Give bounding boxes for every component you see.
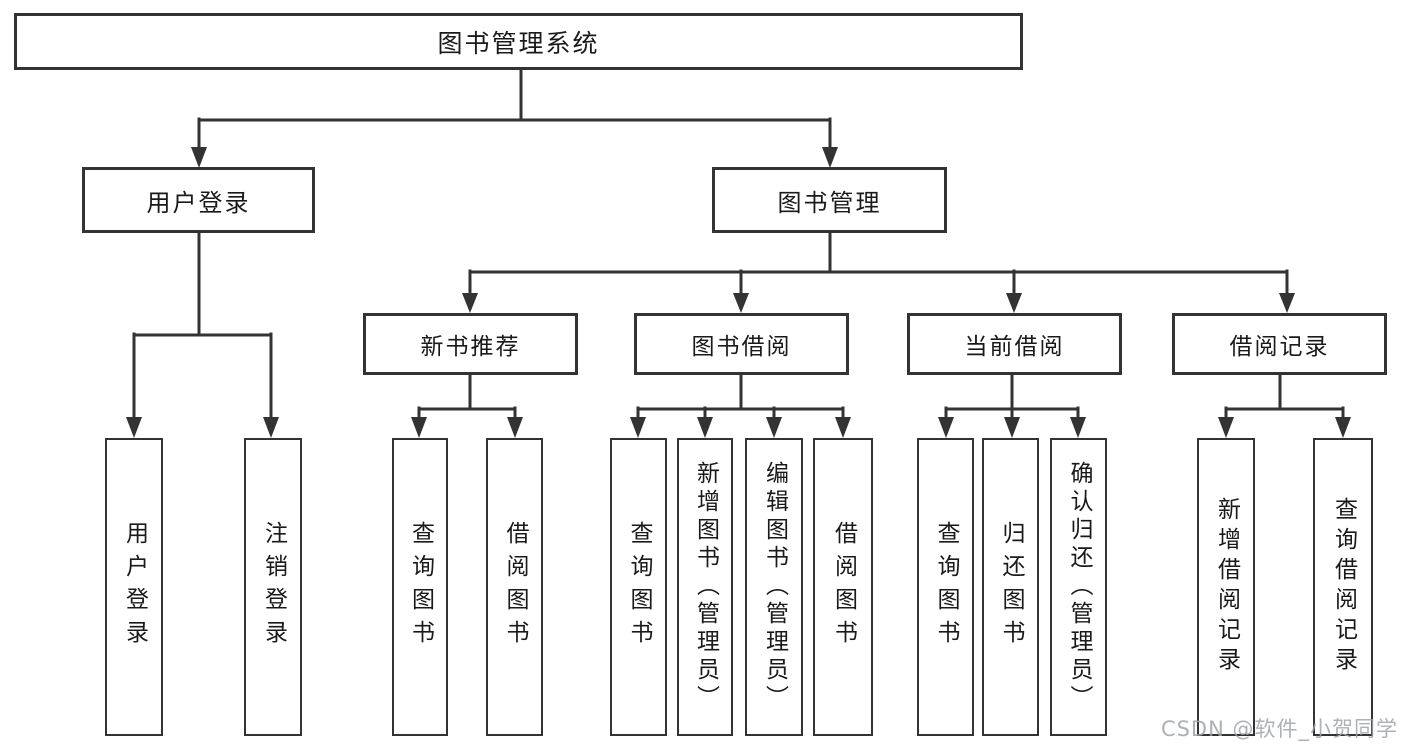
connector-user-login-children (126, 230, 279, 438)
node-book-borrow: 图书借阅 (634, 313, 849, 375)
node-new-book-rec: 新书推荐 (363, 313, 578, 375)
node-root-label: 图书管理系统 (437, 28, 600, 58)
node-current-borrow: 当前借阅 (907, 313, 1122, 375)
connector-root-to-level2 (191, 68, 838, 168)
node-user-login-label: 用户登录 (146, 188, 251, 217)
leaf-user-login-label: 用户登录 (121, 521, 148, 653)
leaf-current-query-label: 查询图书 (933, 521, 959, 653)
leaf-current-confirm-label: 确认归还（管理员） (1066, 461, 1092, 713)
node-root: 图书管理系统 (14, 13, 1023, 70)
leaf-borrow-borrow-label: 借阅图书 (830, 521, 857, 653)
node-book-borrow-label: 图书借阅 (691, 334, 792, 360)
node-current-borrow-label: 当前借阅 (964, 334, 1065, 360)
leaf-borrow-add: 新增图书（管理员） (677, 438, 733, 736)
watermark: CSDN @软件_小贺同学 (1160, 717, 1398, 741)
connector-new-book-children (411, 373, 523, 438)
leaf-record-add: 新增借阅记录 (1197, 438, 1255, 736)
leaf-newbook-borrow: 借阅图书 (486, 438, 543, 736)
leaf-current-query: 查询图书 (917, 438, 974, 736)
node-user-login: 用户登录 (82, 167, 315, 233)
leaf-record-add-label: 新增借阅记录 (1213, 497, 1240, 677)
node-book-mgmt-label: 图书管理 (777, 188, 882, 217)
leaf-current-return: 归还图书 (982, 438, 1039, 736)
leaf-logout: 注销登录 (244, 438, 302, 736)
node-new-book-rec-label: 新书推荐 (420, 334, 521, 360)
connector-current-borrow-children (938, 373, 1086, 438)
node-book-mgmt: 图书管理 (712, 167, 947, 233)
leaf-current-return-label: 归还图书 (998, 521, 1024, 653)
leaf-logout-label: 注销登录 (260, 521, 287, 653)
leaf-borrow-edit-label: 编辑图书（管理员） (761, 461, 788, 713)
leaf-newbook-query-label: 查询图书 (407, 521, 434, 653)
node-borrow-record-label: 借阅记录 (1229, 334, 1330, 360)
leaf-user-login: 用户登录 (105, 438, 163, 736)
leaf-borrow-query: 查询图书 (610, 438, 667, 736)
leaf-borrow-query-label: 查询图书 (626, 521, 652, 653)
leaf-record-query: 查询借阅记录 (1313, 438, 1373, 736)
leaf-newbook-borrow-label: 借阅图书 (502, 521, 528, 653)
leaf-current-confirm: 确认归还（管理员） (1050, 438, 1107, 736)
leaf-borrow-borrow: 借阅图书 (813, 438, 873, 736)
leaf-newbook-query: 查询图书 (392, 438, 448, 736)
leaf-borrow-add-label: 新增图书（管理员） (692, 461, 719, 713)
leaf-borrow-edit: 编辑图书（管理员） (745, 438, 803, 736)
connector-book-borrow-children (630, 373, 851, 438)
node-borrow-record: 借阅记录 (1172, 313, 1387, 375)
leaf-record-query-label: 查询借阅记录 (1330, 497, 1357, 677)
connector-book-mgmt-to-level3 (462, 231, 1295, 313)
connector-borrow-record-children (1218, 373, 1351, 438)
